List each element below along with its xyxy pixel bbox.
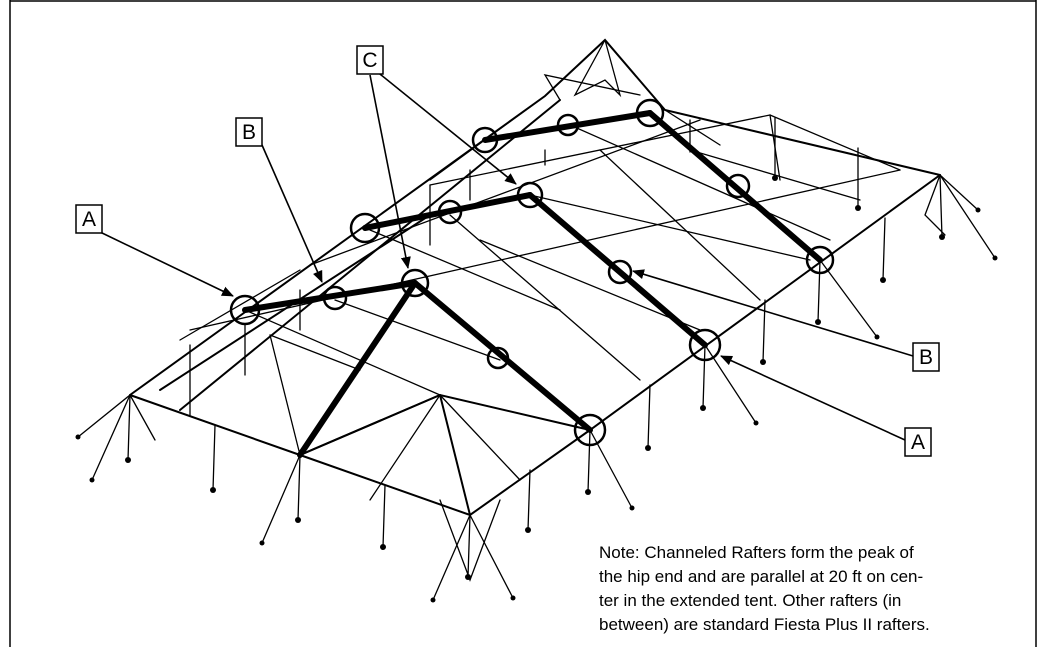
- note-line-3: ter in the extended tent. Other rafters …: [599, 591, 901, 610]
- callout-label-b-right: B: [912, 342, 940, 372]
- callout-label-a-left: A: [75, 204, 103, 234]
- svg-text:B: B: [242, 121, 256, 144]
- svg-text:B: B: [919, 346, 933, 369]
- callout-arrows: [99, 69, 914, 441]
- tent-legs: [125, 117, 945, 580]
- callout-label-a-right: A: [904, 427, 932, 457]
- svg-text:A: A: [911, 431, 925, 454]
- tent-structure: [75, 38, 998, 603]
- note-block: Note: Channeled Rafters form the peak of…: [599, 543, 930, 634]
- callout-label-b-left: B: [235, 117, 263, 147]
- svg-text:A: A: [82, 208, 96, 231]
- note-line-2: the hip end and are parallel at 20 ft on…: [599, 567, 923, 586]
- note-line-1: Note: Channeled Rafters form the peak of: [599, 543, 914, 562]
- guy-ropes: [75, 174, 998, 603]
- figure-border: [9, 0, 1037, 647]
- callout-label-c-top: C: [356, 45, 384, 75]
- svg-text:C: C: [362, 49, 377, 72]
- note-line-4: between) are standard Fiesta Plus II raf…: [599, 615, 930, 634]
